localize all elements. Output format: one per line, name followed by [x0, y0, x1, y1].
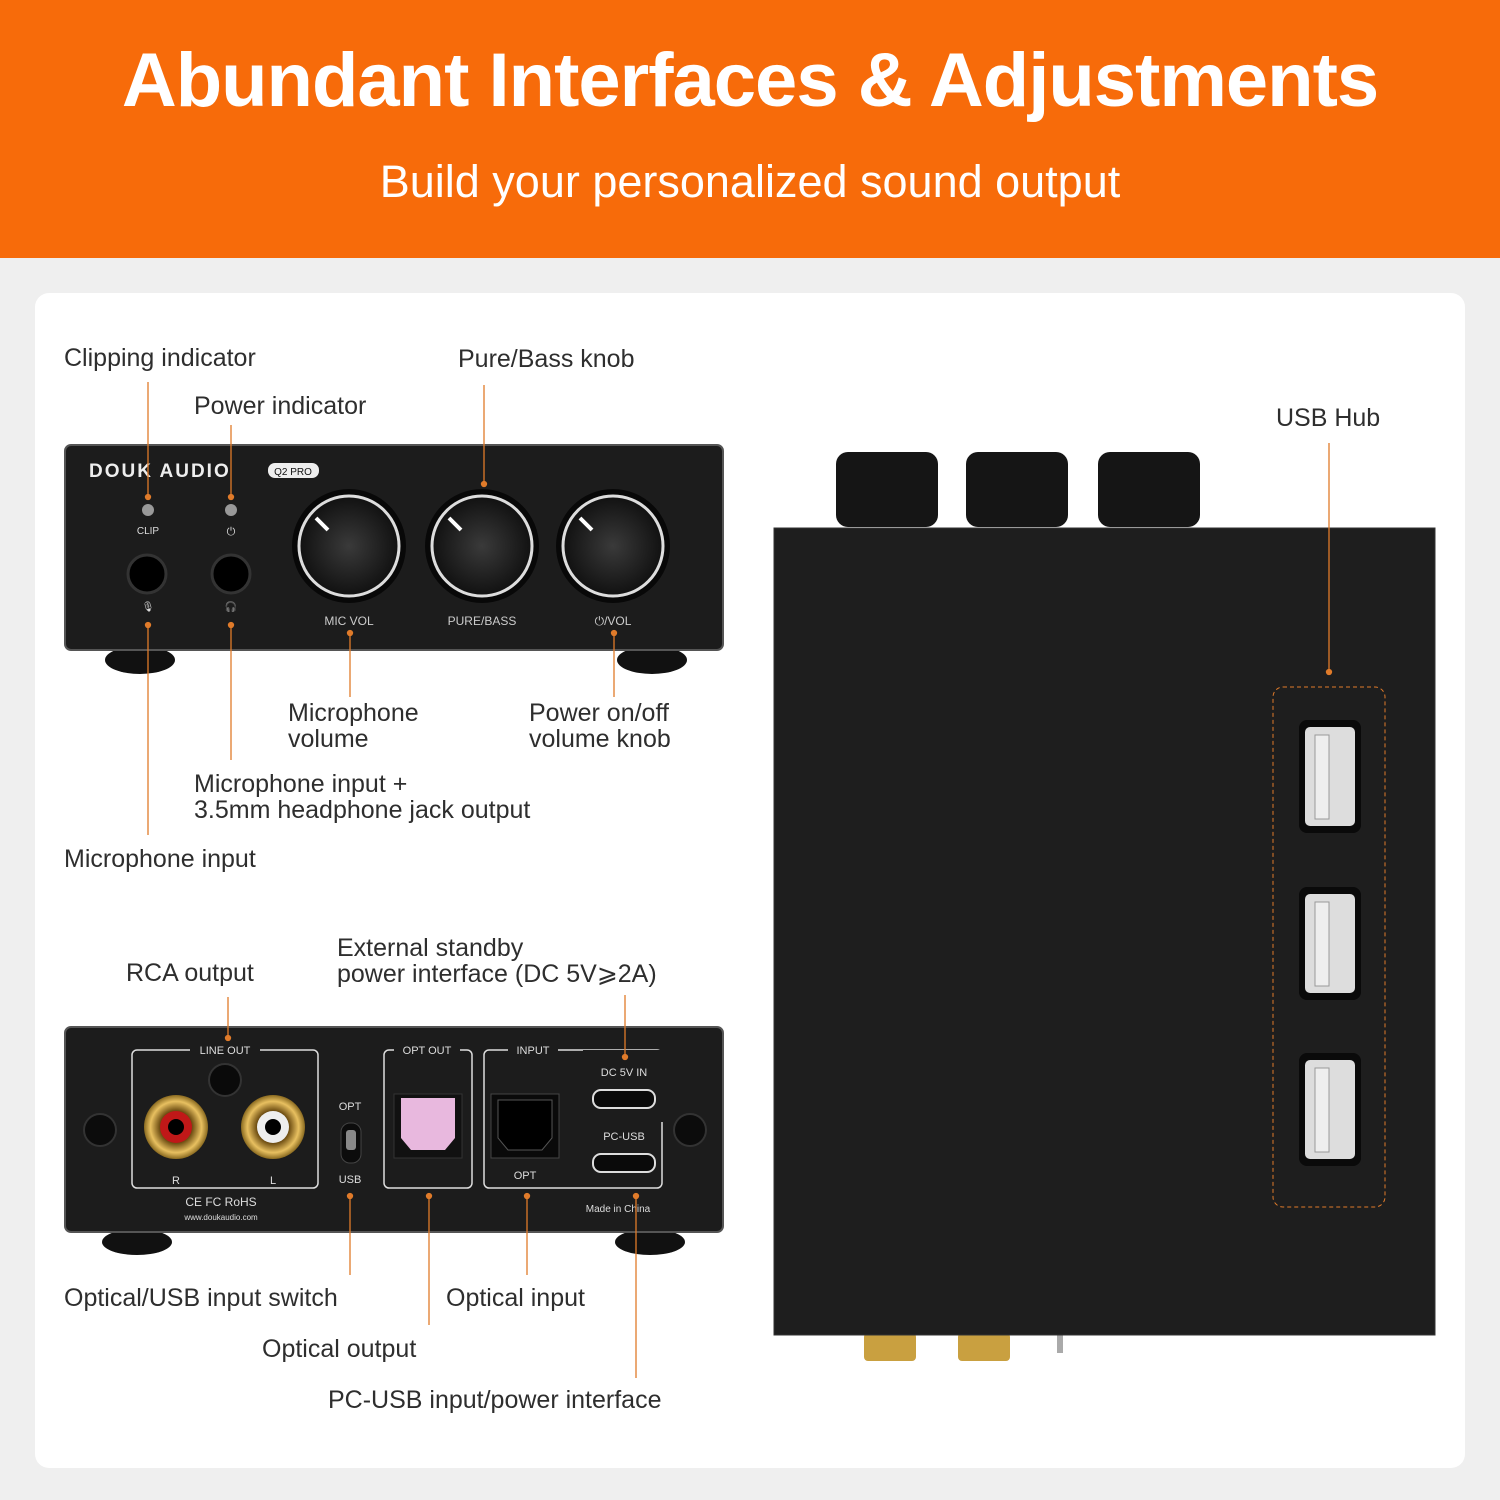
microphone-icon: 🎙 [142, 601, 155, 613]
label-rca-output: RCA output [126, 959, 254, 987]
rca-left [241, 1095, 305, 1159]
label-line: External standby [337, 934, 524, 962]
knob-pure-bass [425, 489, 539, 603]
certification-marks: CE FC RoHS [185, 1195, 256, 1209]
power-led [225, 504, 237, 516]
header-banner: Abundant Interfaces & Adjustments Build … [0, 0, 1500, 258]
rca-r-label: R [172, 1175, 180, 1187]
knob-label: MIC VOL [324, 614, 374, 628]
opt-input-label: OPT [514, 1170, 537, 1182]
knob-power-vol [556, 489, 670, 603]
headphone-icon: 🎧 [225, 600, 237, 613]
leader-lines [144, 382, 1333, 1378]
opt-out-label: OPT OUT [403, 1045, 452, 1057]
label-line: volume [288, 725, 369, 753]
pc-usb-label: PC-USB [603, 1131, 645, 1143]
line-out-label: LINE OUT [200, 1045, 251, 1057]
usb-port [1299, 720, 1361, 833]
label-input-switch: Optical/USB input switch [64, 1284, 338, 1312]
label-clipping-indicator: Clipping indicator [64, 344, 256, 372]
label-usb-hub: USB Hub [1276, 404, 1381, 432]
page-subtitle: Build your personalized sound output [379, 156, 1121, 207]
usb-hub-highlight [1272, 686, 1386, 1208]
label-optical-output: Optical output [262, 1335, 417, 1363]
power-icon: ⏻ [227, 526, 236, 538]
label-line: Power on/off [529, 699, 669, 727]
label-line: Microphone [288, 699, 419, 727]
top-view [773, 452, 1436, 1361]
front-panel: DOUK AUDIO Q2 PRO CLIP ⏻ 🎙 🎧 MIC VOL PUR… [64, 444, 724, 674]
label-pc-usb: PC-USB input/power interface [328, 1386, 662, 1414]
headphone-jack [210, 553, 252, 595]
label-mic-input: Microphone input [64, 845, 256, 873]
clip-led [142, 504, 154, 516]
label-mic-headphone: Microphone input +3.5mm headphone jack o… [194, 771, 530, 823]
label-pure-bass-knob: Pure/Bass knob [458, 345, 635, 373]
input-switch [346, 1130, 356, 1150]
model-badge: Q2 PRO [274, 467, 312, 478]
switch-opt-label: OPT [339, 1101, 362, 1113]
website: www.doukaudio.com [183, 1213, 258, 1222]
label-line: volume knob [529, 725, 671, 753]
dc-in-label: DC 5V IN [601, 1067, 648, 1079]
rca-l-label: L [270, 1175, 276, 1187]
knob-label: PURE/BASS [448, 614, 517, 628]
pc-usb-c-port [592, 1153, 656, 1173]
input-label: INPUT [517, 1045, 550, 1057]
label-optical-input: Optical input [446, 1284, 585, 1312]
dc-usb-c-port [592, 1089, 656, 1109]
switch-usb-label: USB [339, 1174, 362, 1186]
rca-right [144, 1095, 208, 1159]
knob-label: ⏻/VOL [595, 614, 632, 628]
usb-port [1299, 1053, 1361, 1166]
label-power-indicator: Power indicator [194, 392, 367, 420]
optical-output-port [401, 1098, 455, 1150]
clip-label: CLIP [137, 526, 160, 537]
label-line: 3.5mm headphone jack output [194, 796, 531, 824]
page-title: Abundant Interfaces & Adjustments [121, 38, 1379, 123]
mic-jack [126, 553, 168, 595]
knob-mic-vol [292, 489, 406, 603]
back-panel: LINE OUT R L CE FC RoHS www.doukaudio.co… [64, 1026, 724, 1255]
label-line: Microphone input + [194, 770, 408, 798]
optical-input-port [497, 1099, 553, 1151]
usb-port [1299, 887, 1361, 1000]
label-line: power interface (DC 5V⩾2A) [337, 960, 657, 988]
made-in-label: Made in China [586, 1204, 651, 1215]
brand-logo: DOUK AUDIO [89, 461, 231, 482]
